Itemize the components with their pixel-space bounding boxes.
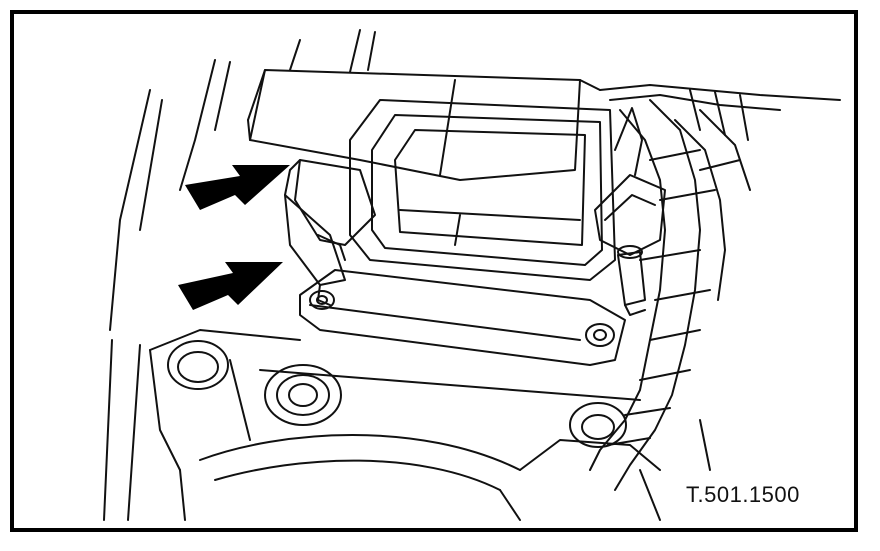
- figure-frame: [10, 10, 858, 532]
- engine-casting: [149, 329, 661, 521]
- arrow-icon: [178, 262, 283, 310]
- line-art: [103, 29, 841, 521]
- connector-block: [594, 107, 666, 256]
- lower-right-edge: [639, 419, 711, 521]
- control-unit: [349, 99, 616, 281]
- mounting-hole-right: [569, 402, 627, 448]
- mounting-hole-left: [167, 340, 229, 390]
- housing-cover: [247, 69, 601, 181]
- body-contours: [103, 29, 376, 521]
- arrow-icon: [185, 165, 290, 210]
- retaining-bracket: [284, 159, 376, 306]
- round-port: [264, 364, 342, 426]
- wiring-harness: [589, 84, 841, 491]
- pointer-arrows: [178, 165, 290, 310]
- base-plate: [299, 269, 626, 366]
- figure-code: T.501.1500: [686, 482, 800, 507]
